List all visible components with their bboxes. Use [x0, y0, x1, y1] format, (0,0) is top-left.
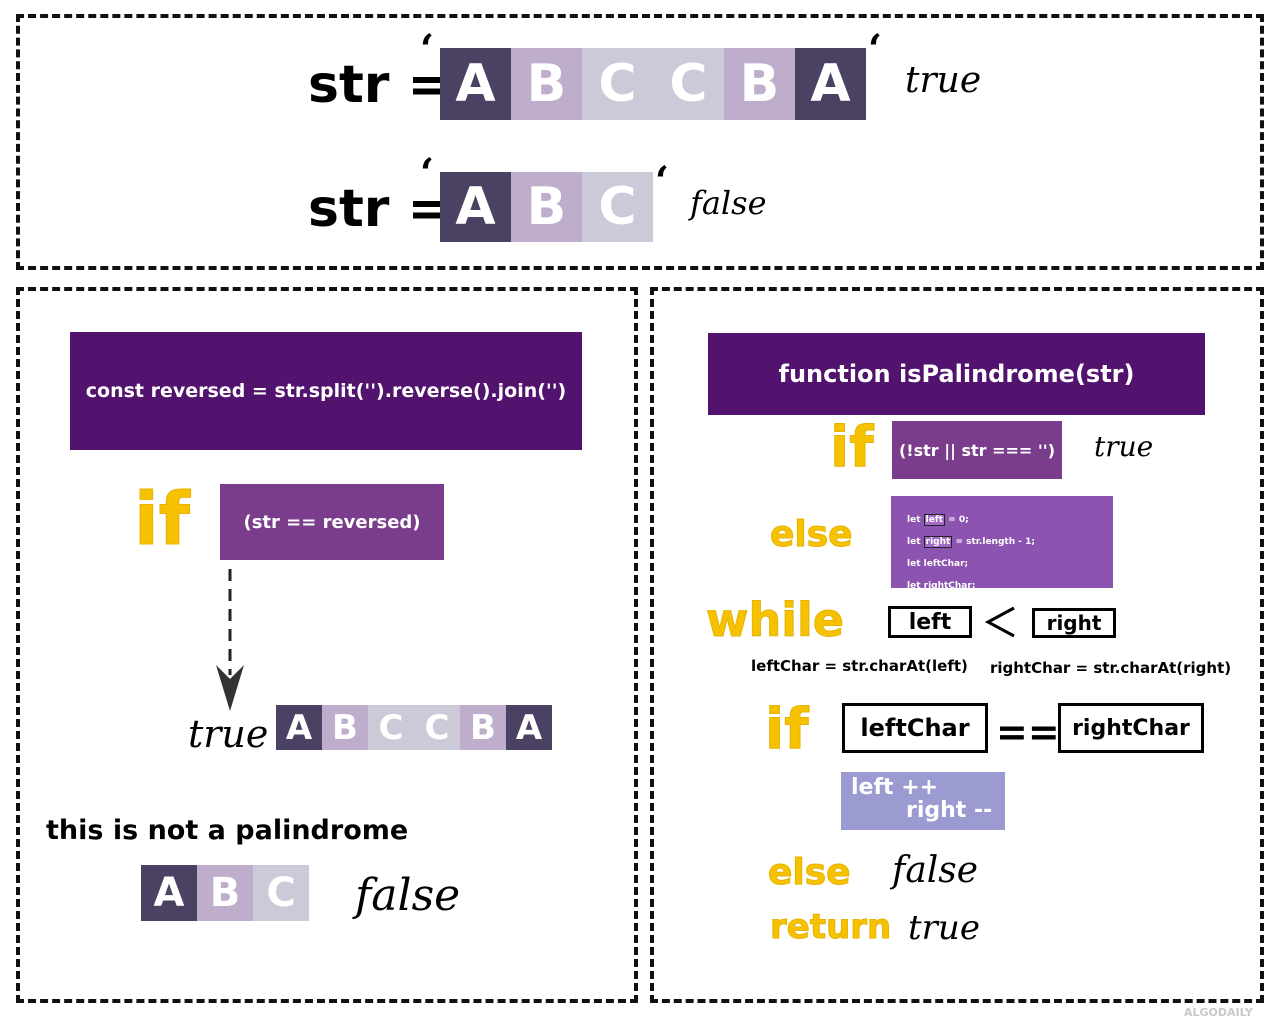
letter-cell: B — [511, 172, 582, 242]
letter-cell: B — [724, 48, 795, 120]
reverse-condition-text: (str == reversed) — [243, 511, 421, 533]
initialization-block: let left = 0; let right = str.length - 1… — [891, 496, 1113, 591]
letter-cell: A — [440, 172, 511, 242]
rightchar-box: rightChar — [1058, 703, 1204, 753]
open-quote-1: ‘ — [420, 26, 434, 73]
if-keyword-left: if — [133, 477, 191, 561]
leftchar-assign: leftChar = str.charAt(left) — [751, 657, 968, 675]
while-right-box: right — [1032, 608, 1116, 638]
return-value: true — [908, 908, 980, 948]
empty-check-result: true — [1094, 430, 1154, 463]
result-false-top: false — [690, 184, 767, 222]
return-keyword: return — [769, 907, 892, 947]
right-decrement: right -- — [906, 798, 993, 823]
let-leftchar-line: let leftChar; — [907, 559, 969, 569]
letter-cell: C — [368, 705, 414, 750]
letter-cell: A — [141, 865, 197, 921]
letter-cell: A — [276, 705, 322, 750]
let-rightchar-line: let rightChar; — [907, 581, 976, 591]
result-false-left: false — [355, 870, 461, 921]
let-left-line: let left = 0; — [907, 514, 969, 526]
not-palindrome-label: this is not a palindrome — [46, 815, 409, 846]
letter-cell: B — [511, 48, 582, 120]
reverse-condition-box: (str == reversed) — [220, 484, 444, 560]
rightchar-assign: rightChar = str.charAt(right) — [990, 659, 1232, 677]
left-panel — [16, 287, 638, 1003]
dashed-arrow — [216, 569, 244, 711]
letter-cell: C — [582, 48, 653, 120]
left-increment: left ++ — [851, 775, 939, 800]
close-quote-1: ‘ — [868, 26, 882, 73]
letter-cell: C — [582, 172, 653, 242]
function-signature-text: function isPalindrome(str) — [778, 360, 1135, 388]
reverse-code-text: const reversed = str.split('').reverse()… — [85, 380, 567, 402]
close-quote-2: ‘ — [655, 158, 669, 205]
empty-check-box: (!str || str === '') — [892, 421, 1062, 479]
if-keyword-compare: if — [765, 697, 810, 762]
letter-cell: C — [414, 705, 460, 750]
letter-cell: C — [653, 48, 724, 120]
pointer-update-box: left ++ right -- — [841, 772, 1005, 830]
letter-cell: B — [460, 705, 506, 750]
top-panel — [16, 14, 1264, 270]
letter-cell: A — [440, 48, 511, 120]
watermark: ALGODAILY — [1184, 1006, 1253, 1019]
empty-check-text: (!str || str === '') — [898, 440, 1056, 460]
letter-cell: C — [253, 865, 309, 921]
reverse-code-box: const reversed = str.split('').reverse()… — [70, 332, 582, 450]
str-label-1: str = — [308, 55, 452, 115]
right-panel — [650, 287, 1264, 1003]
open-quote-2: ‘ — [420, 150, 434, 197]
else-result-false: false — [892, 850, 979, 891]
leftchar-box: leftChar — [842, 703, 988, 753]
letter-cell: B — [197, 865, 253, 921]
less-than-symbol — [984, 606, 1015, 638]
str-label-2: str = — [308, 179, 452, 239]
equality-operator: == — [996, 710, 1060, 754]
else-keyword-2: else — [768, 852, 852, 893]
if-keyword-right: if — [830, 415, 875, 480]
left-var-highlight: left — [923, 514, 946, 526]
function-signature-box: function isPalindrome(str) — [708, 333, 1205, 415]
while-left-box: left — [888, 606, 972, 638]
right-var-highlight: right — [923, 536, 953, 548]
else-keyword-1: else — [770, 514, 854, 555]
result-true-top: true — [905, 60, 982, 101]
while-keyword: while — [706, 593, 845, 647]
letter-cell: B — [322, 705, 368, 750]
letter-cell: A — [795, 48, 866, 120]
letter-cell: A — [506, 705, 552, 750]
result-true-left: true — [188, 712, 269, 756]
let-right-line: let right = str.length - 1; — [907, 536, 1035, 548]
